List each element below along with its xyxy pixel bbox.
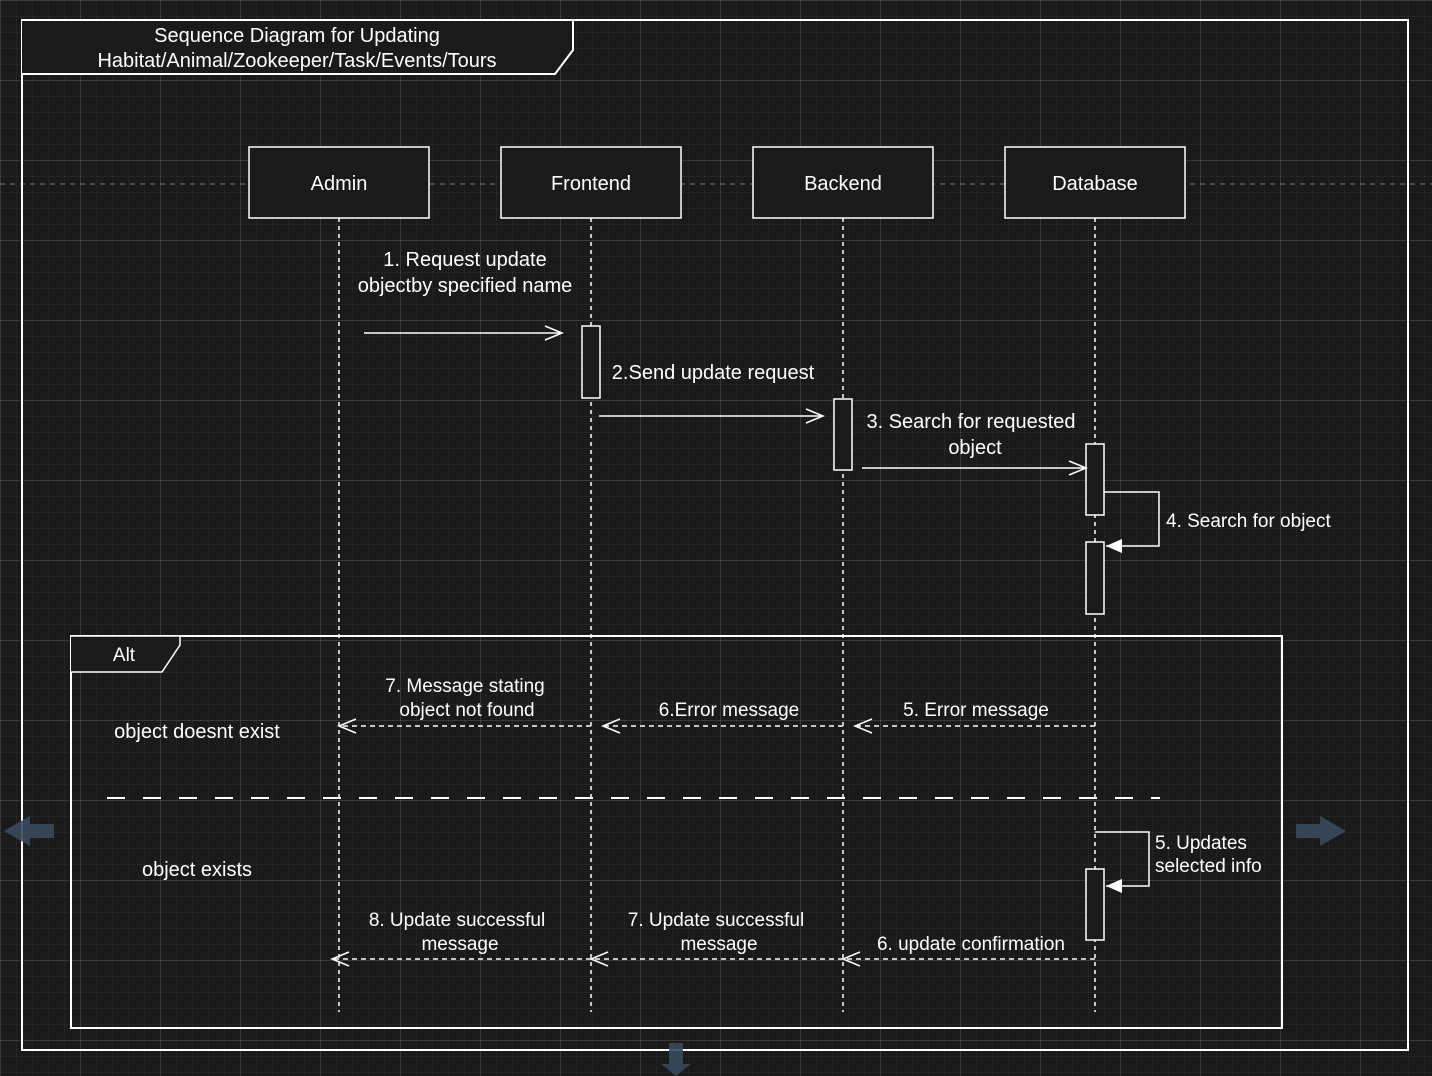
participant-backend[interactable]: Backend [752, 146, 934, 219]
guard-exists: object exists [142, 859, 252, 881]
frame-title-tab [22, 19, 574, 75]
guard-not-found: object doesnt exist [114, 721, 280, 743]
message-2-label: 2.Send update request [612, 362, 815, 384]
participant-frontend[interactable]: Frontend [500, 146, 682, 219]
error-6-label: 6.Error message [659, 700, 799, 721]
message-3-label-line1: 3. Search for requested [866, 411, 1075, 433]
update-5-label-line1: 5. Updates [1155, 833, 1247, 854]
alt-tab [71, 635, 181, 673]
activation-backend [833, 398, 853, 471]
success-7-label-line2: message [680, 934, 757, 955]
activation-database-3 [1085, 868, 1105, 941]
participant-frontend-label: Frontend [551, 173, 631, 195]
participant-admin[interactable]: Admin [248, 146, 430, 219]
update-arrow-5 [1095, 831, 1150, 893]
activation-database-2 [1085, 541, 1105, 615]
message-3-label-line2: object [948, 437, 1002, 459]
alt-fragment [70, 635, 1283, 1029]
frame-title-line1: Sequence Diagram for Updating [154, 25, 440, 47]
nav-down-arrow-icon[interactable] [661, 1043, 691, 1076]
activation-frontend [581, 325, 601, 399]
nav-left-arrow-icon[interactable] [4, 816, 54, 846]
message-arrow-4 [1104, 491, 1160, 553]
nav-right-arrow-icon[interactable] [1296, 816, 1346, 846]
participant-admin-label: Admin [311, 173, 368, 195]
participant-database[interactable]: Database [1004, 146, 1186, 219]
confirm-6-label: 6. update confirmation [877, 934, 1065, 955]
error-5-label: 5. Error message [903, 700, 1049, 721]
participant-backend-label: Backend [804, 173, 882, 195]
success-8-label-line1: 8. Update successful [369, 910, 545, 931]
message-4-label: 4. Search for object [1166, 511, 1331, 532]
activation-database-1 [1085, 443, 1105, 516]
update-5-label-line2: selected info [1155, 856, 1262, 877]
participant-database-label: Database [1052, 173, 1138, 195]
success-8-label-line2: message [421, 934, 498, 955]
error-7-label-line1: 7. Message stating [385, 676, 544, 697]
frame-border [21, 19, 1409, 1051]
message-1-label-line1: 1. Request update [383, 249, 546, 271]
frame-title-line2: Habitat/Animal/Zookeeper/Task/Events/Tou… [97, 50, 496, 72]
error-7-label-line2: object not found [399, 700, 534, 721]
message-1-label-line2: objectby specified name [358, 275, 573, 297]
alt-label: Alt [113, 645, 136, 666]
success-7-label-line1: 7. Update successful [628, 910, 804, 931]
